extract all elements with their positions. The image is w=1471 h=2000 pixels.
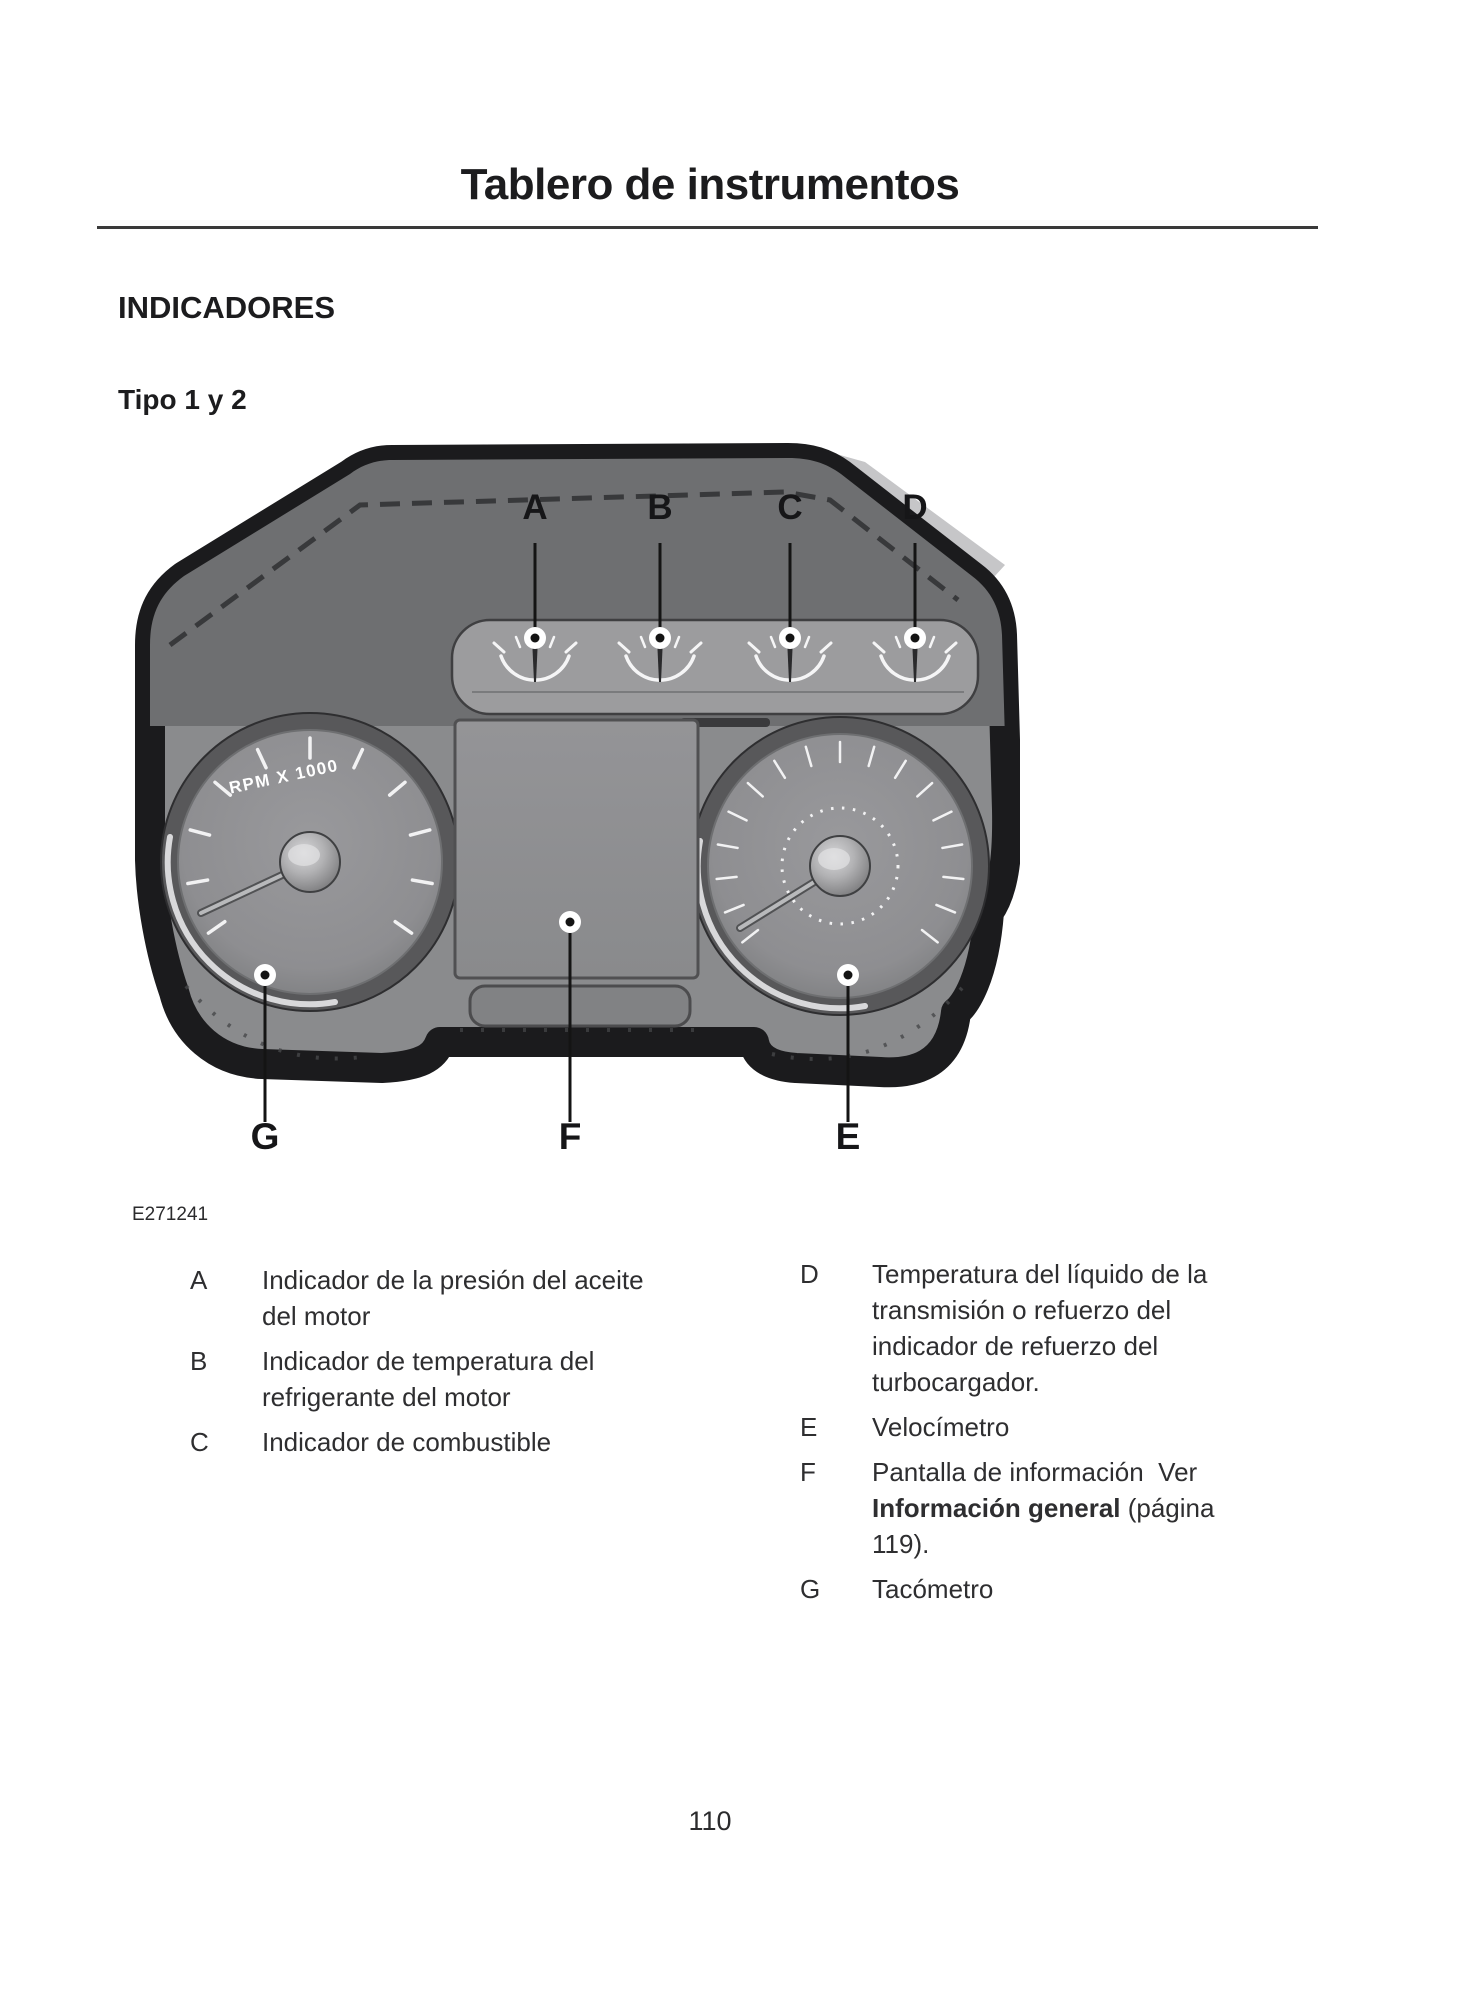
speedometer-inner-dotted-ring xyxy=(780,806,900,926)
legend-row-d: D Temperatura del líquido de la transmis… xyxy=(800,1256,1360,1400)
legend-line: Indicador de temperatura del xyxy=(262,1346,595,1376)
legend-line: Pantalla de información Ver xyxy=(872,1457,1198,1487)
legend-row-g: G Tacómetro xyxy=(800,1571,1360,1607)
callout-letter-g: G xyxy=(250,1116,280,1157)
callout-lines-bottom xyxy=(263,933,850,1122)
legend-letter: G xyxy=(800,1574,821,1604)
legend-line: turbocargador. xyxy=(872,1367,1040,1397)
legend-line: indicador de refuerzo del xyxy=(872,1331,1159,1361)
section-title: INDICADORES xyxy=(118,290,336,325)
speedometer-ticks xyxy=(715,740,965,944)
legend-line: Temperatura del líquido de la xyxy=(872,1259,1208,1289)
legend-row-a: A Indicador de la presión del aceite del… xyxy=(190,1262,730,1334)
legend-line: del motor xyxy=(262,1301,371,1331)
tachometer: RPM X 1000 xyxy=(160,712,460,1012)
legend-line: Indicador de la presión del aceite xyxy=(262,1265,644,1295)
callout-dots xyxy=(254,627,926,986)
legend-letter: F xyxy=(800,1457,816,1487)
legend-right-column: D Temperatura del líquido de la transmis… xyxy=(800,1256,1360,1616)
figure-code: E271241 xyxy=(132,1204,209,1225)
legend-line: transmisión o refuerzo del xyxy=(872,1295,1172,1325)
legend-left-column: A Indicador de la presión del aceite del… xyxy=(190,1262,730,1469)
cross-reference-tail: (página xyxy=(1120,1493,1215,1523)
legend-letter: D xyxy=(800,1259,819,1289)
cross-reference-bold: Información general xyxy=(872,1493,1121,1523)
legend-letter: E xyxy=(800,1412,818,1442)
legend-row-f: F Pantalla de información Ver Informació… xyxy=(800,1454,1360,1562)
legend-line: refrigerante del motor xyxy=(262,1382,511,1412)
title-rule xyxy=(97,226,1318,229)
legend-row-e: E Velocímetro xyxy=(800,1409,1360,1445)
legend-line: Velocímetro xyxy=(872,1412,1010,1442)
callout-letter-f: F xyxy=(558,1116,582,1157)
callout-letter-b: B xyxy=(647,488,673,527)
legend-line: Indicador de combustible xyxy=(262,1427,552,1457)
legend-line: 119). xyxy=(872,1529,930,1559)
callout-letter-e: E xyxy=(835,1116,861,1157)
strip-center-notch xyxy=(680,718,770,727)
legend-row-b: B Indicador de temperatura del refrigera… xyxy=(190,1343,730,1415)
subsection-title: Tipo 1 y 2 xyxy=(118,384,247,415)
lower-slot xyxy=(468,984,692,1028)
legend-letter: C xyxy=(190,1427,209,1457)
legend-line: Tacómetro xyxy=(872,1574,994,1604)
legend-line-bold-ref: Información general (página xyxy=(872,1490,1360,1526)
page-number: 110 xyxy=(688,1806,732,1836)
instrument-cluster-figure: RPM X 1000 xyxy=(120,430,1020,1122)
page-title: Tablero de instrumentos xyxy=(460,160,960,209)
tachometer-ticks xyxy=(186,736,434,935)
legend-letter: B xyxy=(190,1346,208,1376)
legend-letter: A xyxy=(190,1265,208,1295)
information-display xyxy=(453,718,700,980)
mini-gauge-strip xyxy=(450,618,980,716)
callout-letter-a: A xyxy=(522,488,548,527)
speedometer xyxy=(690,716,990,1016)
callout-letter-d: D xyxy=(902,488,928,527)
callout-letter-c: C xyxy=(777,488,803,527)
legend-row-c: C Indicador de combustible xyxy=(190,1424,730,1460)
callout-lines-top xyxy=(533,543,917,630)
